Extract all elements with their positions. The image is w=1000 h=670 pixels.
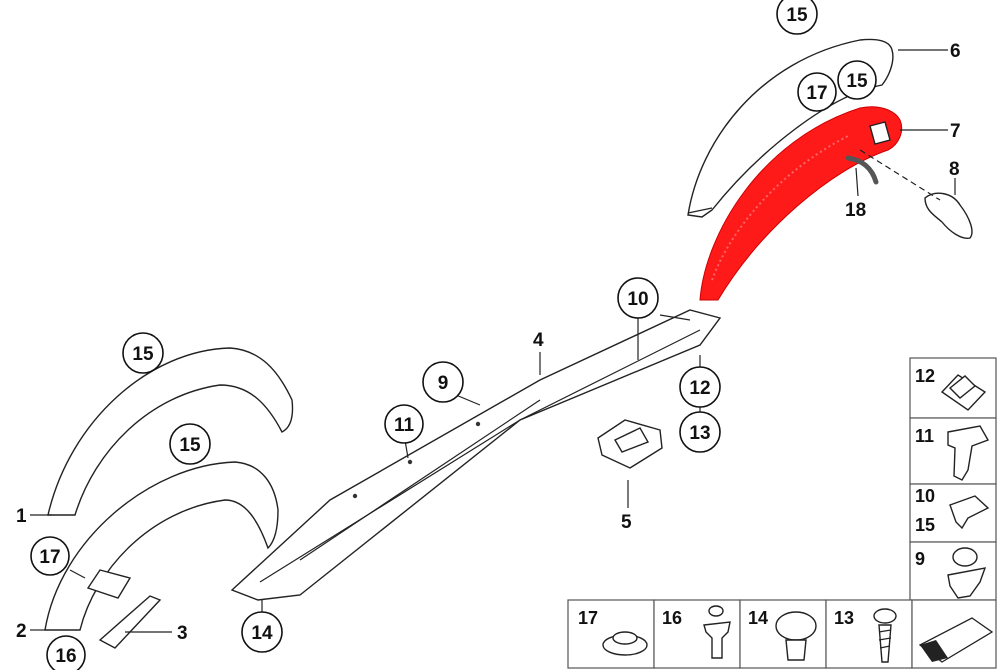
seal-strip[interactable] xyxy=(845,155,879,185)
svg-text:15: 15 xyxy=(915,515,935,535)
svg-text:15: 15 xyxy=(132,344,154,365)
legend-box-9: 9 xyxy=(909,541,997,601)
callout-16: 16 xyxy=(46,635,86,670)
small-trim-piece[interactable] xyxy=(86,569,162,649)
svg-text:10: 10 xyxy=(915,486,935,506)
label-4: 4 xyxy=(533,330,544,351)
callout-12: 12 xyxy=(679,366,721,408)
label-6: 6 xyxy=(950,41,961,62)
svg-text:14: 14 xyxy=(748,608,768,628)
svg-text:12: 12 xyxy=(689,378,710,399)
svg-text:10: 10 xyxy=(627,289,648,310)
callout-13: 13 xyxy=(679,411,721,453)
wheel-arch-trim-front-outer[interactable] xyxy=(47,347,294,516)
svg-text:9: 9 xyxy=(915,549,925,569)
svg-text:14: 14 xyxy=(251,623,273,644)
legend-box-12: 12 xyxy=(909,357,997,419)
legend-box-13: 13 xyxy=(825,599,913,669)
callout-11: 11 xyxy=(384,404,424,444)
wheel-arch-trim-rear-inner-highlighted[interactable] xyxy=(699,106,903,301)
svg-text:9: 9 xyxy=(438,373,449,394)
legend-box-arrow xyxy=(911,599,997,669)
label-7: 7 xyxy=(950,121,961,142)
svg-text:15: 15 xyxy=(179,435,201,456)
label-5: 5 xyxy=(621,512,632,533)
label-3: 3 xyxy=(177,623,188,644)
legend-box-11: 11 xyxy=(909,417,997,485)
svg-text:17: 17 xyxy=(806,83,827,104)
callout-9: 9 xyxy=(422,361,464,403)
svg-text:11: 11 xyxy=(915,426,934,446)
legend-box-16: 16 xyxy=(653,599,741,669)
svg-text:17: 17 xyxy=(578,608,598,628)
wheel-arch-trim-front-inner[interactable] xyxy=(44,461,279,631)
svg-text:15: 15 xyxy=(786,5,808,26)
legend-box-17: 17 xyxy=(567,599,655,669)
callout-15-upper: 15 xyxy=(837,60,877,100)
callout-15-top: 15 xyxy=(776,0,818,35)
svg-text:12: 12 xyxy=(915,366,935,386)
label-8: 8 xyxy=(949,159,960,180)
svg-text:13: 13 xyxy=(834,608,854,628)
arch-end-clip[interactable] xyxy=(859,149,973,239)
svg-text:16: 16 xyxy=(662,608,682,628)
svg-text:17: 17 xyxy=(39,547,60,568)
sill-bracket[interactable] xyxy=(597,419,663,469)
callout-17-lower: 17 xyxy=(30,536,70,576)
label-18: 18 xyxy=(845,200,866,221)
callout-15-front-inner: 15 xyxy=(169,423,211,465)
callout-10: 10 xyxy=(617,277,659,319)
callout-15-front-outer: 15 xyxy=(122,332,164,374)
label-1: 1 xyxy=(16,506,27,527)
legend-box-14: 14 xyxy=(739,599,827,669)
svg-text:15: 15 xyxy=(846,71,868,92)
callout-17-upper: 17 xyxy=(797,72,837,112)
svg-text:11: 11 xyxy=(394,415,415,436)
callout-14: 14 xyxy=(241,611,283,653)
legend-box-10-15: 10 15 xyxy=(909,483,997,543)
svg-text:16: 16 xyxy=(55,646,76,667)
side-sill-trim[interactable] xyxy=(230,309,722,601)
label-2: 2 xyxy=(16,621,27,642)
svg-text:13: 13 xyxy=(689,423,710,444)
